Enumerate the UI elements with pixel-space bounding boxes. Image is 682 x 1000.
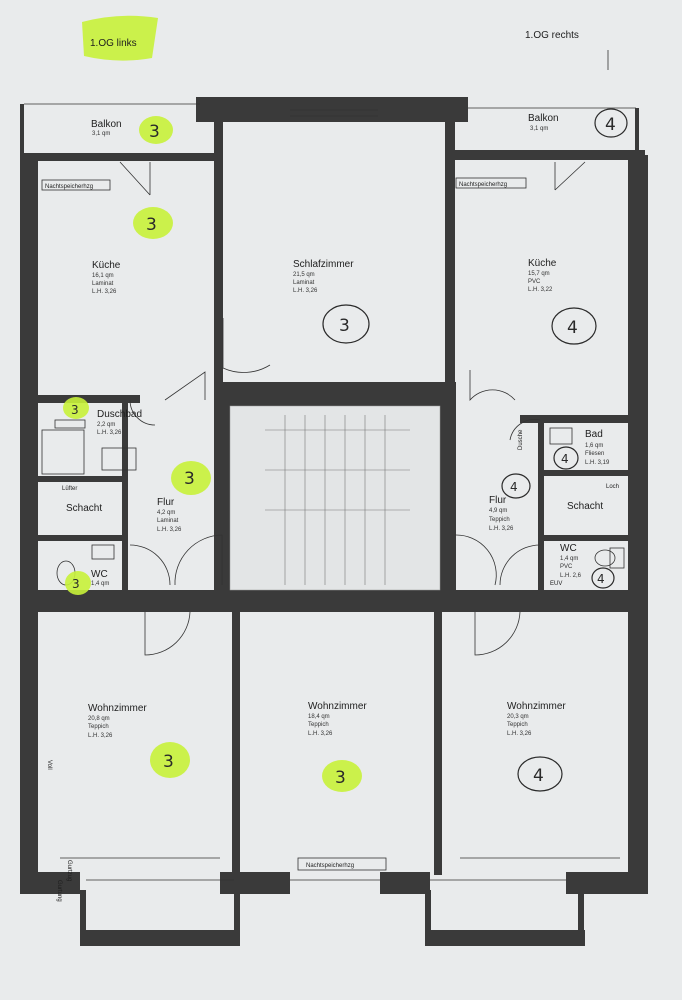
note-euv: EUV — [550, 581, 562, 587]
room-wohnzimmer-right-info-2: L.H. 3,26 — [507, 731, 532, 737]
room-wohnzimmer-left-info-0: 20,8 qm — [88, 716, 110, 722]
room-balkon-left-info: 3,1 qm — [92, 131, 110, 137]
note-side-gurtung: Gurtung — [56, 880, 62, 902]
room-wohnzimmer-mid-info-0: 18,4 qm — [308, 714, 330, 720]
note-side-voll: Voll — [46, 760, 52, 770]
room-wohnzimmer-right-info-1: Teppich — [507, 722, 528, 728]
mark-circles — [322, 108, 628, 792]
room-flur-left-info-2: L.H. 3,26 — [157, 527, 182, 533]
room-wohnzimmer-mid-info-1: Teppich — [308, 722, 329, 728]
sink-bad — [549, 427, 573, 445]
room-schlafzimmer-info-2: L.H. 3,26 — [293, 288, 318, 294]
walls — [20, 97, 648, 946]
heater-box-kueche-left — [41, 179, 111, 191]
room-balkon-right-name: Balkon — [528, 113, 559, 124]
sink-wc-left — [91, 544, 115, 560]
mark-wc-right: 4 — [597, 572, 605, 586]
room-schlafzimmer-info-1: Laminat — [293, 280, 315, 286]
room-wc-right-info-2: L.H. 2,6 — [560, 573, 582, 579]
room-wc-left-info-0: 1,4 qm — [91, 581, 109, 587]
mark-wohnzimmer-left: 3 — [163, 752, 174, 772]
room-wohnzimmer-left-name: Wohnzimmer — [88, 703, 147, 714]
room-wohnzimmer-mid-info-2: L.H. 3,26 — [308, 731, 333, 737]
header-highlight — [82, 15, 158, 61]
doors — [119, 161, 586, 656]
room-flur-right-info-0: 4,9 qm — [489, 508, 507, 514]
room-wc-right-info-0: 1,4 qm — [560, 556, 578, 562]
room-wc-right-info-1: PVC — [560, 564, 573, 570]
room-bad-info-1: Fliesen — [585, 451, 604, 457]
mark-schlafzimmer: 3 — [339, 316, 350, 336]
room-wohnzimmer-left-info-1: Teppich — [88, 724, 109, 730]
shower-tray — [41, 429, 85, 475]
highlights — [63, 116, 362, 792]
room-kueche-left-info-1: Laminat — [92, 281, 114, 287]
mark-wc-left: 3 — [72, 577, 80, 591]
room-kueche-left-name: Küche — [92, 260, 121, 271]
room-kueche-right-info-0: 15,7 qm — [528, 271, 550, 277]
note-heater-kueche-right: Nachtspeicherhzg — [459, 182, 507, 188]
note-heater-wohn-mid: Nachtspeicherhzg — [306, 863, 354, 869]
room-wohnzimmer-right-info-0: 20,3 qm — [507, 714, 529, 720]
room-wc-left-name: WC — [91, 569, 108, 580]
heater-box-wohn-mid — [297, 857, 387, 871]
room-bad-info-0: 1,6 qm — [585, 443, 603, 449]
mark-kueche-right: 4 — [567, 318, 578, 338]
mark-kueche-left: 3 — [146, 215, 157, 235]
fixtures — [41, 177, 625, 871]
room-balkon-left-name: Balkon — [91, 119, 122, 130]
room-duschbad-info-0: 2,2 qm — [97, 422, 115, 428]
note-heater-kueche-left: Nachtspeicherhzg — [45, 184, 93, 190]
room-schacht-right-name: Schacht — [567, 501, 603, 512]
room-schacht-left-name: Schacht — [66, 503, 102, 514]
mark-duschbad: 3 — [71, 403, 79, 417]
heater-box-kueche-right — [455, 177, 527, 189]
room-wohnzimmer-right-name: Wohnzimmer — [507, 701, 566, 712]
room-kueche-left-info-2: L.H. 3,26 — [92, 289, 117, 295]
room-schlafzimmer-info-0: 21,5 qm — [293, 272, 315, 278]
room-wohnzimmer-left-info-2: L.H. 3,26 — [88, 733, 113, 739]
note-dusche: Dusche — [518, 429, 524, 450]
sink-duschbad — [101, 447, 137, 471]
room-kueche-right-name: Küche — [528, 258, 557, 269]
mark-balkon-left: 3 — [149, 122, 160, 142]
mark-wohnzimmer-right: 4 — [533, 766, 544, 786]
room-flur-left-info-1: Laminat — [157, 518, 179, 524]
staircase — [229, 405, 441, 591]
room-flur-right-info-2: L.H. 3,26 — [489, 526, 514, 532]
right-unit-label: 1.OG rechts — [525, 30, 579, 41]
room-flur-right-info-1: Teppich — [489, 517, 510, 523]
room-kueche-left-info-0: 16,1 qm — [92, 273, 114, 279]
room-schlafzimmer-name: Schlafzimmer — [293, 259, 354, 270]
room-duschbad-info-1: L.H. 3,26 — [97, 430, 122, 436]
room-wohnzimmer-mid-name: Wohnzimmer — [308, 701, 367, 712]
toilet-right — [594, 549, 616, 567]
room-flur-right-name: Flur — [489, 495, 507, 506]
mark-bad: 4 — [561, 452, 569, 466]
room-kueche-right-info-1: PVC — [528, 279, 541, 285]
wc-right-tank — [609, 547, 625, 569]
room-bad-info-2: L.H. 3,19 — [585, 460, 610, 466]
room-flur-left-info-0: 4,2 qm — [157, 510, 175, 516]
mark-flur-right: 4 — [510, 480, 518, 494]
room-kueche-right-info-2: L.H. 3,22 — [528, 287, 553, 293]
note-luefter: Lüfter — [62, 486, 77, 492]
note-side-gurtzug: Gurtzug — [66, 860, 72, 881]
note-loch: Loch — [606, 484, 619, 490]
room-balkon-right-info: 3,1 qm — [530, 126, 548, 132]
room-bad-name: Bad — [585, 429, 603, 440]
left-unit-label: 1.OG links — [90, 38, 137, 49]
mark-wohnzimmer-mid: 3 — [335, 768, 346, 788]
mark-balkon-right: 4 — [605, 115, 616, 135]
room-wc-right-name: WC — [560, 543, 577, 554]
room-duschbad-name: Duschbad — [97, 409, 142, 420]
room-flur-left-name: Flur — [157, 497, 175, 508]
thin-lines — [24, 50, 636, 881]
mark-flur-left: 3 — [184, 469, 195, 489]
duschbad-shelf — [54, 419, 86, 429]
